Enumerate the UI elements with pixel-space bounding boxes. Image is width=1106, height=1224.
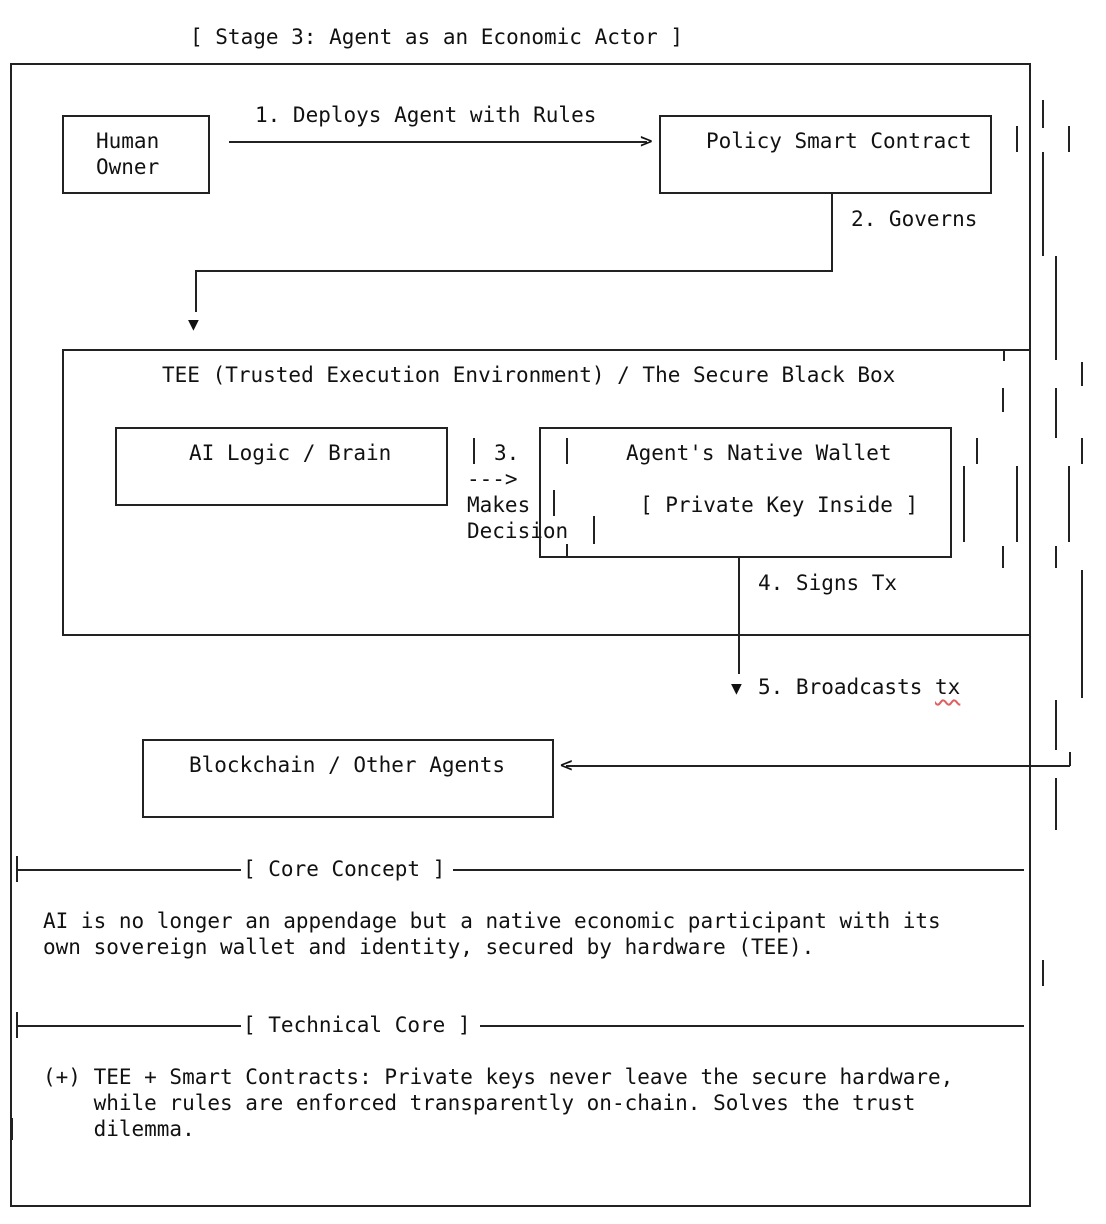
blockchain-box[interactable] [142,739,554,818]
signs-line-down [738,558,740,674]
governs-arrow-head: ▼ [188,314,199,335]
human-owner-label-2: Owner [96,155,160,179]
policy-contract-box[interactable] [659,115,992,194]
technical-core-line-3: dilemma. [43,1117,195,1141]
governs-line-across [195,270,833,272]
tee-title: TEE (Trusted Execution Environment) / Th… [162,363,896,387]
core-concept-line-2: own sovereign wallet and identity, secur… [43,935,815,959]
return-arrow-riser [1069,752,1071,766]
makes-decision-arrow: ---> [467,467,518,491]
technical-core-line-2: while rules are enforced transparently o… [43,1091,916,1115]
governs-line-down [831,194,833,272]
core-concept-divider-left [17,869,241,871]
human-owner-box[interactable] [62,115,210,194]
makes-decision-step: 3. [494,441,520,465]
signs-edge-label: 4. Signs Tx [758,571,898,595]
policy-contract-label: Policy Smart Contract [706,129,972,153]
core-concept-line-1: AI is no longer an appendage but a nativ… [43,909,941,933]
deploys-arrow-head: > [640,129,653,153]
return-arrow-line [566,765,1070,767]
deploys-edge-label: 1. Deploys Agent with Rules [255,103,597,127]
wallet-box[interactable] [539,427,952,558]
core-concept-divider-right [453,869,1024,871]
technical-core-divider-right [480,1025,1024,1027]
makes-decision-label-2: Decision [467,519,569,543]
governs-line-drop [195,270,197,312]
governs-edge-label: 2. Governs [851,207,978,231]
tee-box [62,349,1031,636]
tee-right-edge [1029,570,1031,636]
diagram-title: [ Stage 3: Agent as an Economic Actor ] [190,25,684,49]
technical-core-line-1: (+) TEE + Smart Contracts: Private keys … [43,1065,954,1089]
deploys-arrow-line [229,141,647,143]
technical-core-header: [ Technical Core ] [243,1013,471,1037]
tee-right-edge-top [1003,349,1005,361]
broadcasts-arrow-head: ▼ [731,678,742,699]
wallet-key-label: [ Private Key Inside ] [640,493,919,517]
wallet-title: Agent's Native Wallet [626,441,892,465]
technical-core-divider-left [17,1025,241,1027]
broadcasts-edge-label: 5. Broadcasts tx [758,675,961,699]
makes-decision-label-1: Makes [467,493,531,517]
blockchain-label: Blockchain / Other Agents [189,753,506,777]
return-arrow-head: < [560,753,573,777]
broadcasts-tx-word: tx [935,675,961,699]
ai-logic-label: AI Logic / Brain [189,441,392,465]
human-owner-label-1: Human [96,129,160,153]
core-concept-header: [ Core Concept ] [243,857,446,881]
